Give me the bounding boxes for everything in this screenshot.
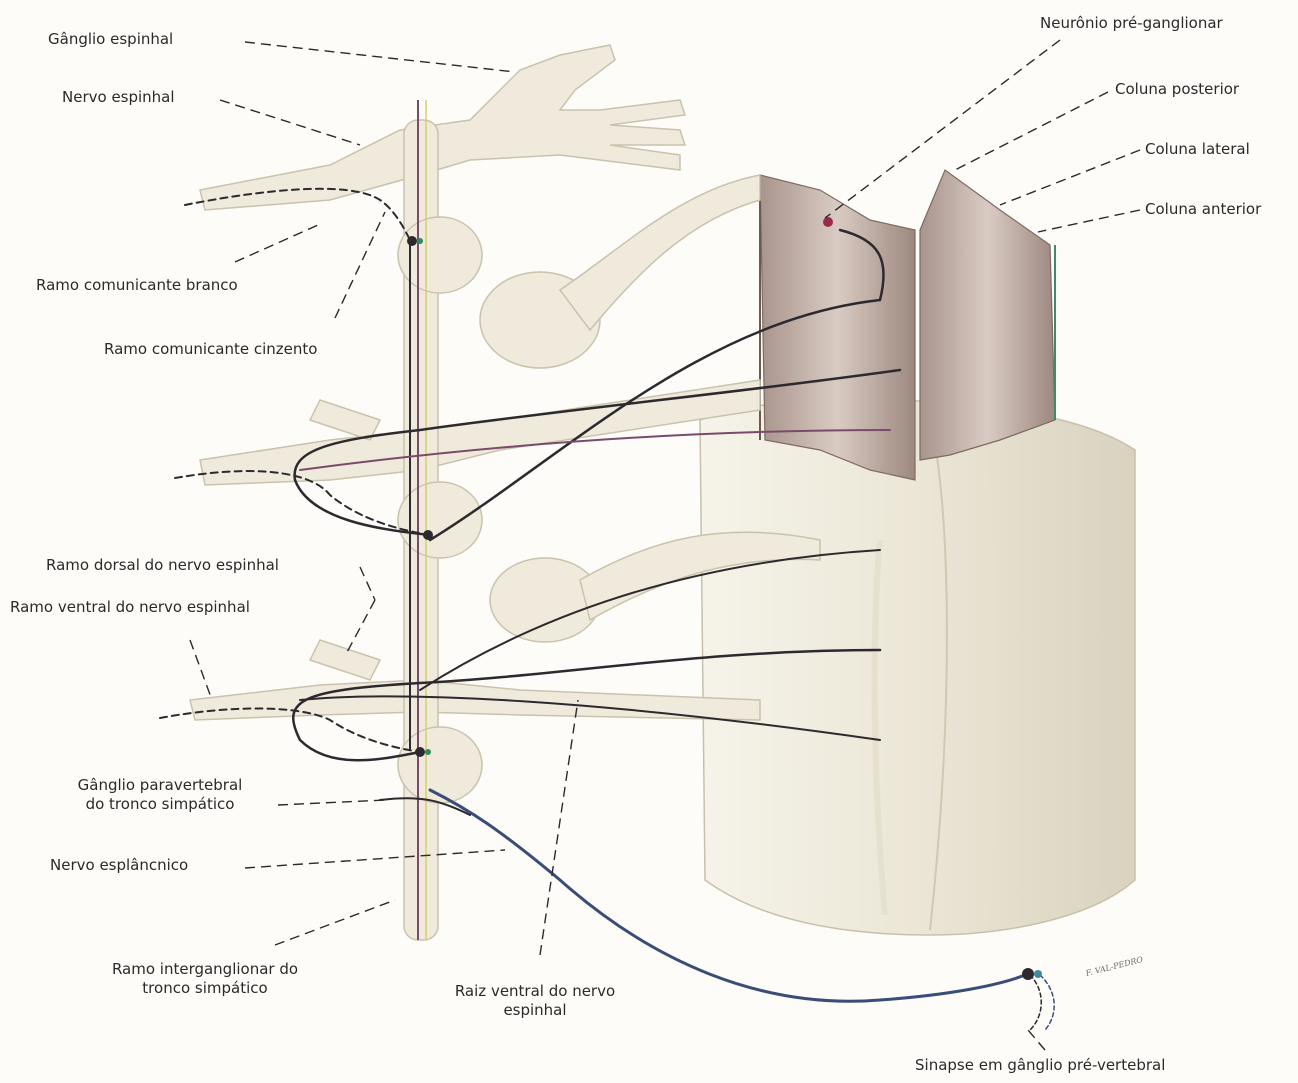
label-ramo-comunicante-branco: Ramo comunicante branco — [36, 276, 238, 295]
spinal-cord — [700, 398, 1135, 935]
label-ramo-interganglionar-line2: tronco simpático — [70, 979, 340, 998]
label-sinapse-ganglio-pre-vertebral: Sinapse em gânglio pré-vertebral — [915, 1056, 1165, 1075]
label-ramo-interganglionar-line1: Ramo interganglionar do — [70, 960, 340, 979]
label-raiz-ventral: Raiz ventral do nervo espinhal — [415, 982, 655, 1020]
label-ganglio-espinhal: Gânglio espinhal — [48, 30, 173, 49]
label-raiz-ventral-line2: espinhal — [415, 1001, 655, 1020]
label-nervo-esplancnico: Nervo esplâncnico — [50, 856, 188, 875]
label-neuronio-pre-ganglionar: Neurônio pré-ganglionar — [1040, 14, 1223, 33]
label-ramo-dorsal: Ramo dorsal do nervo espinhal — [46, 556, 279, 575]
label-nervo-espinhal: Nervo espinhal — [62, 88, 175, 107]
label-ganglio-paravertebral: Gânglio paravertebral do tronco simpátic… — [50, 776, 270, 814]
label-ganglio-paravertebral-line1: Gânglio paravertebral — [50, 776, 270, 795]
label-coluna-lateral: Coluna lateral — [1145, 140, 1250, 159]
gray-matter-columns — [760, 170, 1055, 480]
label-ganglio-paravertebral-line2: do tronco simpático — [50, 795, 270, 814]
label-raiz-ventral-line1: Raiz ventral do nervo — [415, 982, 655, 1001]
label-coluna-posterior: Coluna posterior — [1115, 80, 1239, 99]
label-ramo-ventral: Ramo ventral do nervo espinhal — [10, 598, 250, 617]
label-ramo-interganglionar: Ramo interganglionar do tronco simpático — [70, 960, 340, 998]
label-coluna-anterior: Coluna anterior — [1145, 200, 1261, 219]
label-ramo-comunicante-cinzento: Ramo comunicante cinzento — [104, 340, 317, 359]
